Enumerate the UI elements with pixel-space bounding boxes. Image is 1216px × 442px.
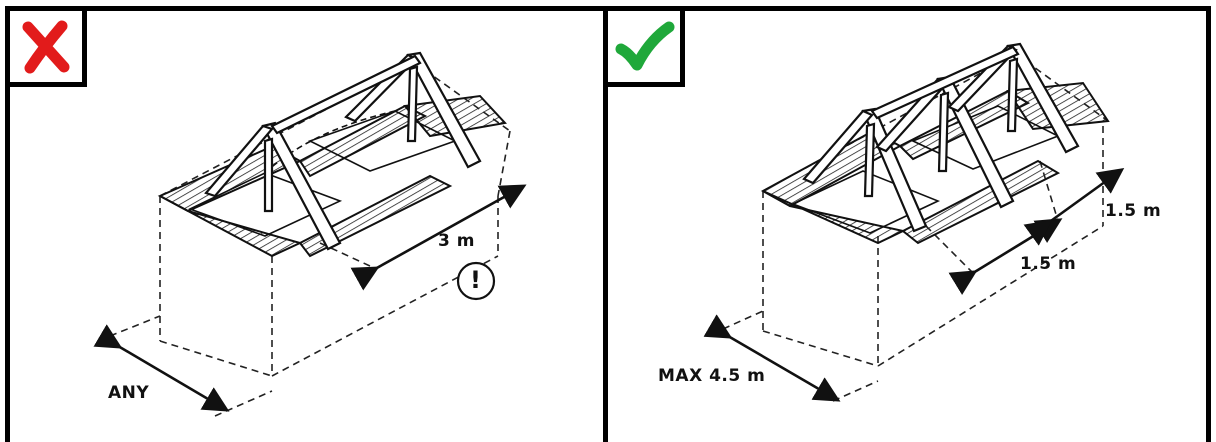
length-label: 3 m (438, 231, 475, 251)
status-badge-incorrect (5, 6, 87, 87)
warning-glyph: ! (470, 266, 482, 294)
roof-frame-drawing-correct (703, 42, 1125, 402)
width-label: ANY (108, 383, 150, 403)
spacing-label-upper: 1.5 m (1105, 201, 1162, 221)
roof-frame-drawing-incorrect (93, 51, 527, 417)
panel-correct: 1.5 m 1.5 m MAX 4.5 m (603, 6, 1211, 442)
spacing-label-lower: 1.5 m (1020, 254, 1077, 274)
exclamation-icon (456, 261, 496, 301)
width-label: MAX 4.5 m (658, 366, 766, 386)
panel-incorrect: 3 m ANY ! (5, 6, 608, 442)
cross-icon (22, 20, 70, 73)
check-icon (615, 21, 675, 70)
status-badge-correct (603, 6, 685, 87)
